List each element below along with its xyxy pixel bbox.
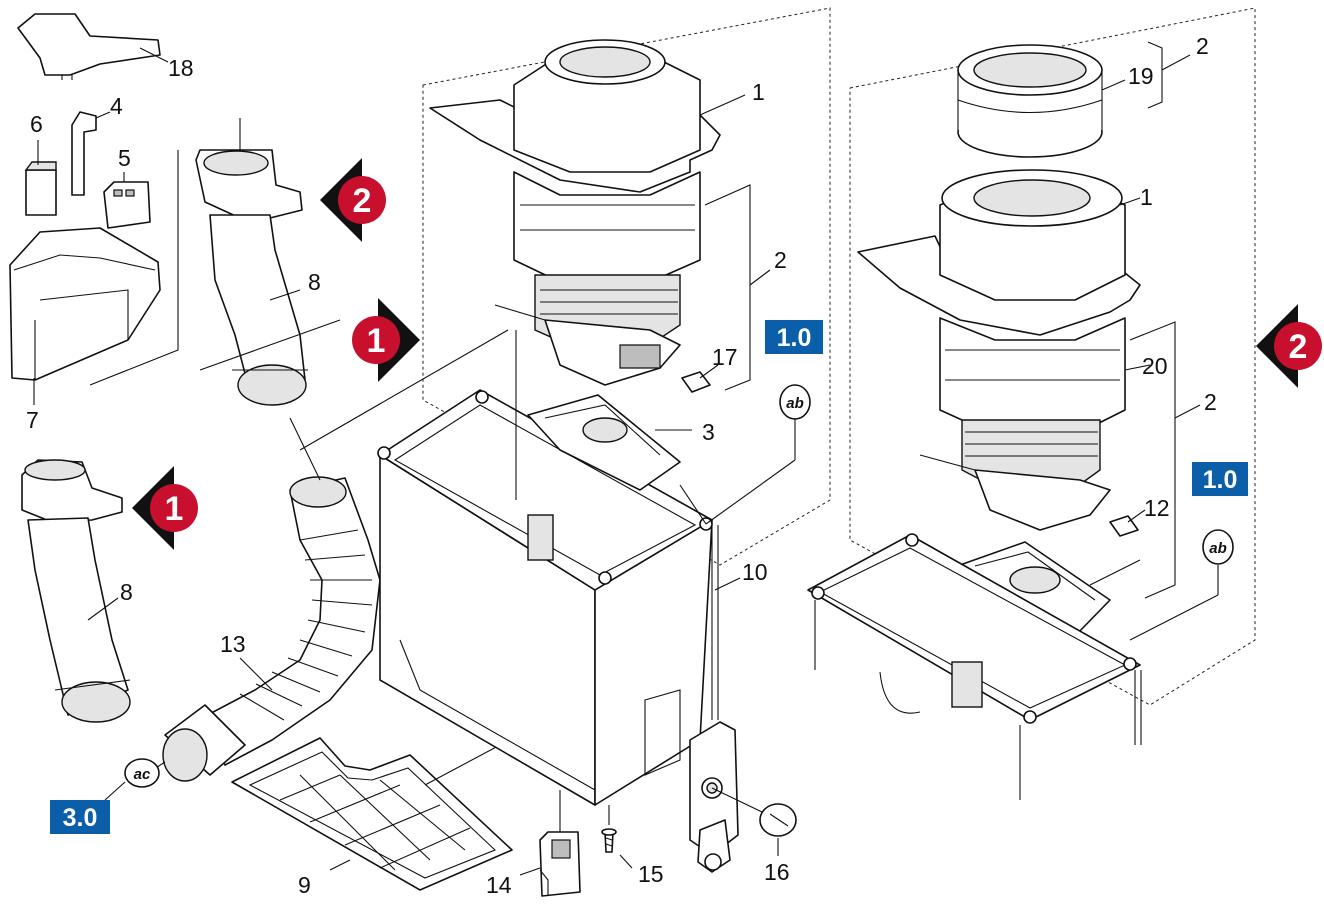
arrow-1-left: 1 <box>132 466 198 550</box>
leader-hose-to-box <box>299 329 509 451</box>
part-15-screw <box>601 805 617 853</box>
svg-text:3.0: 3.0 <box>63 804 98 832</box>
ref-ab-right: ab <box>1202 529 1234 565</box>
arrow-2-right-label: 2 <box>1289 328 1308 366</box>
arrow-2-right: 2 <box>1256 304 1322 388</box>
part-10-container <box>377 389 741 806</box>
part-13-hose <box>162 476 381 782</box>
label-part-7: 7 <box>26 407 39 433</box>
part-12-brush <box>1109 509 1146 537</box>
bracket-2-top-right <box>1147 41 1163 109</box>
bracket-2-left <box>704 184 751 391</box>
arrow-2-left: 2 <box>320 158 386 242</box>
label-part-3: 3 <box>702 419 715 445</box>
part-19-ring <box>957 44 1126 158</box>
part-4-latch <box>71 111 111 196</box>
label-part-18: 18 <box>168 55 194 81</box>
part-3-seal-plate <box>527 394 692 491</box>
leader-8-13 <box>289 417 321 481</box>
svg-text:1.0: 1.0 <box>1203 466 1238 494</box>
leader-lines <box>87 289 779 876</box>
part-7-housing <box>9 227 161 405</box>
part-8-duct-upper <box>195 118 308 406</box>
label-part-19: 19 <box>1128 63 1154 89</box>
badge-3-0: 3.0 <box>50 800 110 834</box>
part-9-filter <box>231 737 513 891</box>
part-17-brush <box>681 364 719 393</box>
label-part-12: 12 <box>1144 495 1170 521</box>
label-part-8-upper: 8 <box>308 269 321 295</box>
badge-1-0-right: 1.0 <box>1192 462 1248 496</box>
group-bracket-7 <box>89 150 179 386</box>
label-part-8-lower: 8 <box>120 579 133 605</box>
ref-ac: ac <box>124 758 160 788</box>
label-part-15: 15 <box>638 861 664 887</box>
label-part-5: 5 <box>118 145 131 171</box>
part-18-bracket <box>17 13 169 80</box>
badge-1-0-left: 1.0 <box>765 320 823 354</box>
part-5-connector <box>103 172 151 229</box>
label-part-14: 14 <box>486 872 512 898</box>
part-8-duct-lower <box>21 459 131 723</box>
label-part-2-top-right: 2 <box>1196 33 1209 59</box>
part-1-motor-housing-left <box>429 39 746 193</box>
part-14-foot <box>539 790 581 897</box>
part-6-clip <box>24 140 57 216</box>
container-right-partial <box>807 533 1142 800</box>
label-part-1-right: 1 <box>1140 184 1153 210</box>
part-16-knob-latch <box>689 721 797 873</box>
svg-text:ac: ac <box>134 766 151 783</box>
part-20-motor-right <box>919 317 1151 531</box>
part-2-motor-left <box>494 171 701 386</box>
label-part-16: 16 <box>764 859 790 885</box>
bracket-2-right <box>1129 321 1176 599</box>
label-part-2-right: 2 <box>1204 389 1217 415</box>
label-part-1-left: 1 <box>752 79 765 105</box>
label-part-6: 6 <box>30 111 43 137</box>
svg-text:ab: ab <box>1209 540 1227 557</box>
arrow-1-mid-label: 1 <box>367 322 386 360</box>
label-part-17: 17 <box>712 344 738 370</box>
label-part-9: 9 <box>298 872 311 898</box>
label-part-2-left: 2 <box>774 247 787 273</box>
ref-ab-left: ab <box>779 384 811 420</box>
svg-text:ab: ab <box>786 395 804 412</box>
group-box-assembly-2 <box>849 7 1256 706</box>
arrow-1-left-label: 1 <box>165 490 184 528</box>
arrow-2-left-label: 2 <box>353 182 372 220</box>
svg-text:1.0: 1.0 <box>777 324 812 352</box>
label-part-13: 13 <box>220 631 246 657</box>
label-part-10: 10 <box>742 559 768 585</box>
arrow-1-mid: 1 <box>352 298 420 382</box>
part-1-motor-housing-right <box>857 169 1141 336</box>
label-part-4: 4 <box>110 93 123 119</box>
label-part-20: 20 <box>1142 353 1168 379</box>
